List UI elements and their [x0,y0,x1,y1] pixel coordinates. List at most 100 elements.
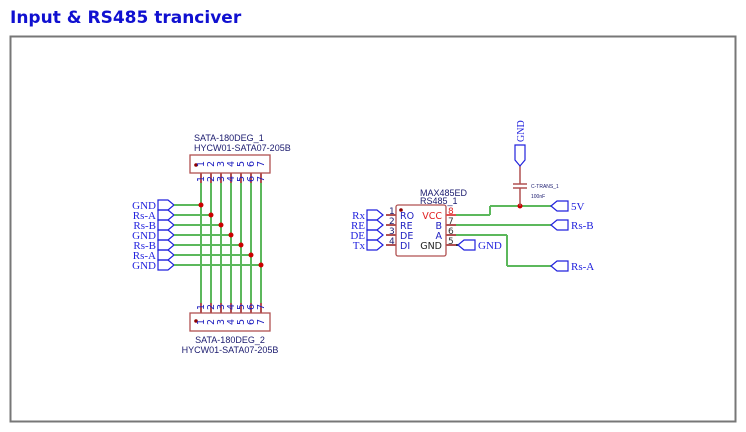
ic-pin-name: RO [400,211,414,222]
connector-part: HYCW01-SATA07-205B [182,345,279,355]
connector-pin-number: 6 [246,304,257,310]
net-label: Rs-B [133,240,156,252]
connector-pin-name: 3 [216,319,227,325]
connector-pin-number: 7 [256,176,267,182]
ic-pin-name: DI [400,241,410,252]
net-label: RE [351,220,365,232]
net-port-flag[interactable] [366,209,384,221]
net-port-flag[interactable] [550,260,569,272]
ic-pin-name: A [436,231,443,242]
connector-pin-name: 2 [206,319,217,325]
net-port-flag[interactable] [366,239,384,251]
junction-dot [248,252,254,258]
ic-pin-number: 6 [448,227,454,237]
ic-pin-name: B [435,221,442,232]
connector-pin-number: 5 [236,176,247,182]
connector-pin-name: 3 [216,161,227,167]
connector-pin-number: 2 [206,176,217,182]
net-label: Rs-B [571,220,594,232]
net-label: GND [132,200,156,212]
connector-pin-name: 5 [236,319,247,325]
ic-part: MAX485ED [420,188,468,198]
connector-ref: SATA-180DEG_2 [195,335,265,345]
net-label: DE [350,230,365,242]
net-port-flag[interactable] [157,249,175,261]
junction-dot [208,212,214,218]
sheet-frame [9,35,737,423]
connector-pin-name: 5 [236,161,247,167]
capacitor-ref: C-TRANS_1 [531,184,559,190]
connector-pin-name: 1 [196,319,207,325]
net-label: GND [516,120,527,142]
connector-pin-number: 1 [196,176,207,182]
net-label: GND [478,240,502,252]
net-port-flag[interactable] [457,239,476,251]
net-port-flag[interactable] [157,229,175,241]
net-port-flag[interactable] [514,144,526,167]
connector-pin-number: 4 [226,176,237,182]
ic-pin-number: 1 [389,207,395,217]
net-port-flag[interactable] [550,219,569,231]
pin1-marker [194,163,198,167]
ic-pin-number: 3 [389,227,395,237]
ic-pin-number: 8 [448,207,454,217]
connector-pin-name: 4 [226,319,237,325]
connector-pin-name: 6 [246,319,257,325]
connector-pin-number: 1 [196,304,207,310]
net-label: GND [132,230,156,242]
net-label: Rs-A [133,210,156,222]
pin1-marker [194,319,198,323]
connector-pin-number: 3 [216,304,227,310]
net-port-flag[interactable] [366,219,384,231]
connector-pin-number: 3 [216,176,227,182]
page-title: Input & RS485 tranciver [10,8,242,28]
ic-pin-name: DE [400,231,413,242]
net-port-flag[interactable] [157,209,175,221]
junction-dot [228,232,234,238]
connector-body[interactable] [189,154,271,174]
ic-pin-name: RE [400,221,413,232]
connector-part: HYCW01-SATA07-205B [194,143,291,153]
net-label: Tx [353,240,366,252]
net-label: Rs-A [133,250,156,262]
net-port-flag[interactable] [157,259,175,271]
connector-body[interactable] [189,312,271,332]
pin1-marker [399,208,403,212]
net-label: 5V [571,201,585,213]
connector-pin-name: 7 [256,161,267,167]
connector-pin-name: 2 [206,161,217,167]
ic-ref: RS485_1 [420,196,458,206]
connector-pin-name: 6 [246,161,257,167]
connector-pin-number: 7 [256,304,267,310]
net-port-flag[interactable] [550,200,569,212]
ic-body[interactable] [395,204,447,257]
ic-pin-number: 7 [448,217,454,227]
connector-pin-name: 7 [256,319,267,325]
ic-pin-number: 4 [389,237,395,247]
connector-pin-number: 4 [226,304,237,310]
connector-pin-number: 5 [236,304,247,310]
net-port-flag[interactable] [366,229,384,241]
net-port-flag[interactable] [157,199,175,211]
ic-pin-name: VCC [422,211,442,222]
net-label: Rs-A [571,261,594,273]
connector-pin-number: 2 [206,304,217,310]
capacitor-value: 100nF [531,194,545,200]
net-port-flag[interactable] [157,219,175,231]
junction-dot [238,242,244,248]
connector-pin-name: 4 [226,161,237,167]
net-label: GND [132,260,156,272]
net-label: Rs-B [133,220,156,232]
junction-dot [198,202,204,208]
ic-pin-number: 2 [389,217,395,227]
connector-ref: SATA-180DEG_1 [194,133,264,143]
junction-dot [258,262,264,268]
connector-pin-name: 1 [196,161,207,167]
connector-pin-number: 6 [246,176,257,182]
ic-pin-number: 5 [448,237,454,247]
net-label: Rx [352,210,365,222]
net-port-flag[interactable] [157,239,175,251]
junction-dot [218,222,224,228]
ic-pin-name: GND [420,241,442,252]
